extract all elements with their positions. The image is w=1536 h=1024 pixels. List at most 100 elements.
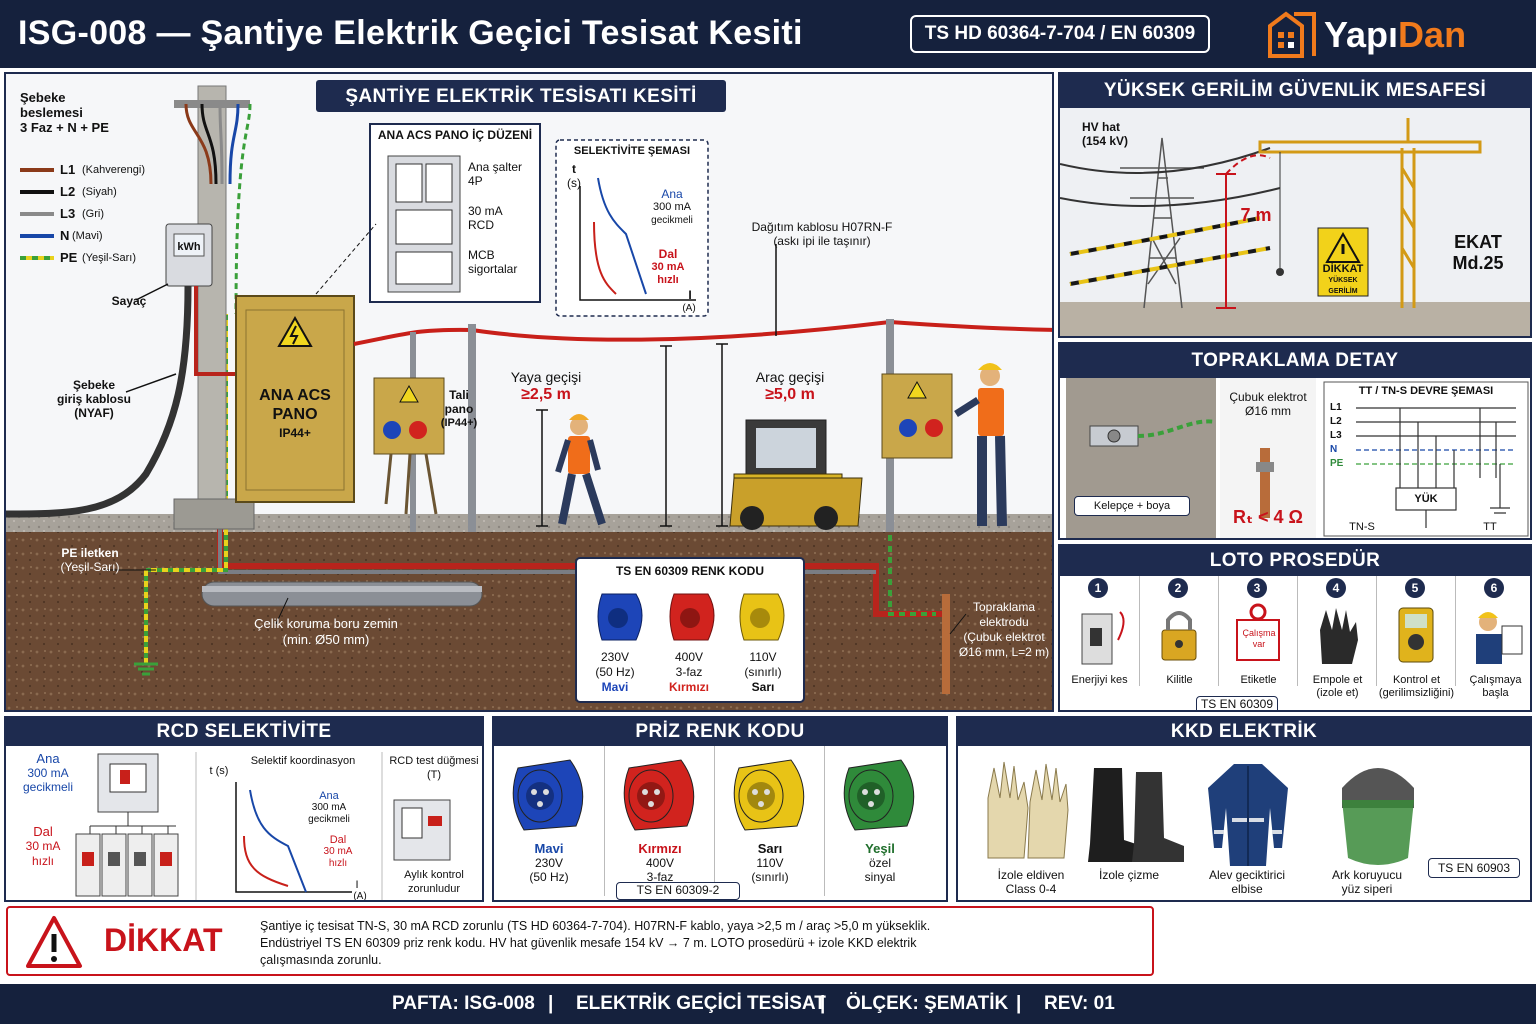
socket-desc: sinyal <box>864 870 896 884</box>
legend-code: L2 <box>60 184 76 199</box>
sel-axis-i: I <box>688 288 692 302</box>
acs-item-line: 30 mA <box>468 204 503 218</box>
load-label: YÜK <box>1414 493 1438 505</box>
ppe-std: TS EN 60903 <box>1428 858 1520 878</box>
grid-cable-1: Şebeke <box>72 378 116 392</box>
hv-line-2: (154 kV) <box>1082 134 1129 148</box>
footer-rev: REV: 01 <box>1044 993 1115 1014</box>
flame-retardant-suit-icon <box>1208 764 1288 866</box>
warning-line-3: çalışmasında zorunlu. <box>260 953 382 967</box>
sel-ana-3: gecikmeli <box>651 215 693 226</box>
veh-value: ≥5,0 m <box>765 386 815 403</box>
footer-scale: ÖLÇEK: ŞEMATİK <box>846 993 1009 1014</box>
insulated-gloves-icon <box>987 761 1069 859</box>
overhead-cable <box>353 319 1052 346</box>
sel-dal-1: Dal <box>658 247 678 261</box>
loto-step-number: 3 <box>1247 578 1267 598</box>
scheme-line-label: N <box>1330 444 1338 455</box>
rcd-i-axis: I <box>355 879 359 891</box>
scheme-line-label: L1 <box>1330 402 1342 413</box>
page-title: ISG-008 — Şantiye Elektrik Geçici Tesisa… <box>18 14 803 52</box>
earth-label-1: Topraklama <box>972 600 1036 614</box>
rcd-t-axis: t (s) <box>209 765 229 777</box>
ppe-item-line: İzole çizme <box>1098 868 1160 882</box>
color-code-desc: 3-faz <box>675 665 703 679</box>
color-code-voltage: 230V <box>600 650 630 664</box>
ped-label: Yaya geçişi <box>510 369 582 385</box>
meter-label: Sayaç <box>111 294 147 308</box>
rcd-ana-3: gecikmeli <box>22 780 73 794</box>
socket-color-name: Kırmızı <box>638 841 682 856</box>
header: ISG-008 — Şantiye Elektrik Geçici Tesisa… <box>0 0 1536 68</box>
grounding-illustration <box>1066 378 1529 538</box>
grounding-panel: TOPRAKLAMA DETAY Kelepçe + boya Çubuk el… <box>1058 342 1532 540</box>
selectivity-title: SELEKTİVİTE ŞEMASI <box>573 145 691 157</box>
industrial-socket-icon <box>512 759 584 831</box>
color-code-name: Mavi <box>601 680 629 694</box>
rcd-test-2: (T) <box>426 769 442 781</box>
hv-title: YÜKSEK GERİLİM GÜVENLİK MESAFESİ <box>1060 74 1530 108</box>
rcd-ana-2: 300 mA <box>27 766 69 780</box>
grid-cable-3: (NYAF) <box>74 406 114 420</box>
rod-label: Çubuk elektrot Ø16 mm <box>1220 390 1316 418</box>
socket-std: TS EN 60309-2 <box>616 882 740 900</box>
electrician-worker <box>954 363 1007 527</box>
hv-clearance-panel: YÜKSEK GERİLİM GÜVENLİK MESAFESİ HV hat … <box>1058 72 1532 338</box>
color-code-name: Sarı <box>751 680 775 694</box>
socket-voltage: 400V <box>645 856 675 870</box>
loto-title: LOTO PROSEDÜR <box>1060 546 1530 576</box>
legend-swatch <box>20 168 54 172</box>
sign-text: DİKKAT YÜKSEK GERİLİM <box>1316 264 1370 297</box>
ppe-illustration <box>987 761 1414 866</box>
pe-label-2: (Yeşil-Sarı) <box>60 560 120 574</box>
socket-color-name: Mavi <box>534 841 564 856</box>
socket-color-name: Yeşil <box>865 841 895 856</box>
kwh-label: kWh <box>177 241 201 253</box>
color-box-title: TS EN 60309 RENK KODU <box>615 564 765 578</box>
sel-ana-1: Ana <box>661 187 683 201</box>
rcd-panel: RCD SELEKTİVİTE Ana 300 mA gecikmeli Dal… <box>4 716 484 902</box>
ekat-2: Md.25 <box>1452 253 1504 273</box>
tns-label: TN-S <box>1349 521 1375 533</box>
rcd-i-unit: (A) <box>353 891 367 902</box>
rcd-dal-1: Dal <box>33 824 53 839</box>
socket-voltage: özel <box>868 856 891 870</box>
footer-sheet: PAFTA: ISG-008 <box>392 993 535 1014</box>
legend-name: (Siyah) <box>82 186 117 198</box>
industrial-socket-icon <box>733 759 805 831</box>
tt-label: TT <box>1483 521 1497 533</box>
legend-row: L3(Gri) <box>20 206 170 224</box>
rcd-ana-1: Ana <box>36 751 60 766</box>
rcd-test-1: RCD test düğmesi <box>389 755 479 767</box>
legend-code: L1 <box>60 162 76 177</box>
loto-step-label-line: Etiketle <box>1240 674 1277 686</box>
loto-step-number: 5 <box>1405 578 1425 598</box>
pedestrian-worker <box>555 414 606 526</box>
loto-step-label-line: Kontrol et <box>1392 674 1441 686</box>
main-panel-1: ANA ACS <box>259 387 331 404</box>
main-panel-2: PANO <box>272 406 318 423</box>
sel-axis-i-unit: (A) <box>682 303 696 314</box>
color-code-voltage: 400V <box>674 650 704 664</box>
earth-label-3: (Çubuk elektrot <box>963 630 1045 644</box>
color-code-name: Kırmızı <box>668 680 709 694</box>
building-logo-icon <box>1268 11 1316 58</box>
earth-electrode <box>942 594 950 694</box>
loto-std: TS EN 60309 <box>1196 696 1278 710</box>
ekat-1: EKAT <box>1454 232 1502 252</box>
rcd-coord: Selektif koordinasyon <box>250 755 356 767</box>
earth-label-2: elektrodu <box>979 615 1029 629</box>
rcd-test: RCD test düğmesi (T) <box>386 754 482 782</box>
